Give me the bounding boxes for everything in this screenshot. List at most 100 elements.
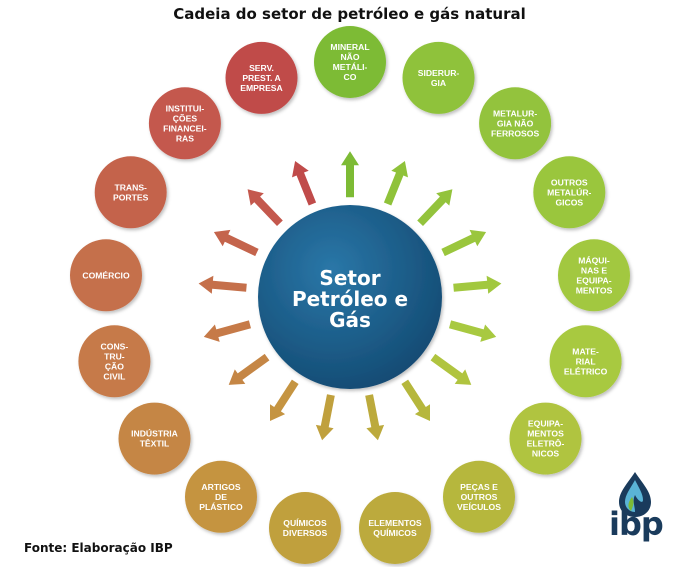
source-note: Fonte: Elaboração IBP	[24, 541, 173, 555]
node-label-line: TRU-	[104, 351, 125, 361]
node-label-line: VEÍCULOS	[457, 502, 501, 512]
arrow-to-outros-metalurgicos	[441, 229, 487, 257]
arrow-to-quimicos-diversos	[315, 394, 335, 441]
node-label-line: ELÉTRICO	[564, 366, 608, 376]
arrow-to-serv-prest-empresa	[292, 161, 317, 206]
node-comercio: COMÉRCIO	[70, 239, 142, 312]
node-label-line: METÁLI-	[333, 62, 368, 72]
arrow-to-industria-textil	[228, 353, 270, 385]
node-label-line: NÃO	[340, 52, 359, 62]
node-label-line: TÊXTIL	[140, 438, 170, 449]
node-label-line: CIVIL	[103, 371, 125, 381]
node-label-line: GIA NÃO	[497, 118, 534, 128]
node-circle	[509, 402, 582, 475]
node-circle	[78, 325, 151, 398]
arrow-to-pecas-veiculos	[401, 379, 430, 421]
node-label-line: RIAL	[576, 356, 596, 366]
ibp-logo-text: ibp	[609, 505, 664, 543]
arrow-to-construcao-civil	[203, 320, 251, 342]
ibp-logo-drop-icon	[619, 472, 651, 517]
center-label-line-1: Setor	[319, 266, 380, 290]
node-label-line: EMPRESA	[240, 83, 283, 93]
node-label-line: GIA	[431, 78, 446, 88]
node-circle	[118, 402, 191, 475]
arrow-to-comercio	[198, 275, 247, 294]
arrow-to-material-eletrico	[449, 320, 497, 342]
node-label-line: ELEMENTOS	[368, 518, 422, 528]
node-label-line: QUÍMICOS	[283, 518, 327, 528]
node-circle	[402, 41, 475, 114]
node-label-line: INDÚSTRIA	[131, 428, 178, 439]
node-label-line: SERV.	[249, 63, 274, 73]
node-label-line: PREST. A	[242, 73, 280, 83]
node-label-line: GICOS	[555, 197, 583, 207]
arrow-to-elementos-quimicos	[365, 394, 385, 441]
node-circle	[314, 26, 386, 98]
arrow-to-siderurgia	[383, 161, 408, 206]
node-label-line: MATE-	[572, 346, 599, 356]
node-label-line: CO	[344, 72, 357, 82]
node-circle	[269, 492, 341, 564]
node-label-line: ÇÕES	[173, 113, 198, 123]
node-label-line: CONS-	[101, 341, 129, 351]
node-label-line: QUÍMICOS	[373, 528, 417, 538]
node-circle	[533, 156, 606, 229]
arrow-to-metalurgia-nao-ferrosos	[417, 189, 453, 226]
node-label-line: MENTOS	[576, 285, 613, 295]
center-label-line-2: Petróleo e	[292, 287, 408, 311]
node-label-line: ELETRÔ-	[527, 438, 565, 449]
node-label-line: NAS E	[581, 265, 608, 275]
node-circle	[185, 460, 257, 533]
node-label-line: METALUR-	[493, 108, 537, 118]
arrow-to-transportes	[213, 229, 259, 257]
center-circle	[258, 205, 442, 389]
node-circle	[443, 460, 515, 533]
node-label-line: PORTES	[113, 192, 149, 202]
node-circle	[225, 41, 298, 114]
node-label-line: MÁQUI-	[578, 255, 610, 265]
diagram-title: Cadeia do setor de petróleo e gás natura…	[173, 5, 526, 23]
node-label-line: ÇÃO	[105, 361, 124, 371]
node-label-line: SIDERUR-	[418, 68, 460, 78]
node-label-line: DIVERSOS	[283, 528, 328, 538]
node-transportes: TRANS-PORTES	[94, 156, 167, 229]
node-circle	[479, 87, 552, 160]
node-label-line: FERROSOS	[491, 128, 539, 138]
node-label-line: INSTITUI-	[166, 103, 205, 113]
node-label-line: PEÇAS E	[460, 482, 498, 492]
arrow-to-instituicoes-financeiras	[247, 189, 283, 226]
node-label-line: MINERAL	[330, 42, 369, 52]
node-label-line: OUTROS	[551, 177, 588, 187]
node-label-line: DE	[215, 492, 227, 502]
node-label-line: MENTOS	[527, 429, 564, 439]
arrow-to-artigos-plastico	[270, 379, 299, 421]
node-label-line: RAS	[176, 133, 194, 143]
center-label-line-3: Gás	[329, 308, 371, 332]
node-siderurgia: SIDERUR-GIA	[402, 41, 475, 114]
node-label-line: EQUIPA-	[576, 275, 611, 285]
node-circle	[549, 325, 622, 398]
node-label-line: NICOS	[532, 449, 559, 459]
node-label-line: PLÁSTICO	[199, 502, 243, 512]
node-circle	[70, 239, 142, 312]
center-node-oil-gas-sector: Setor Petróleo e Gás	[258, 205, 442, 389]
node-circle	[148, 87, 221, 160]
node-circle	[359, 492, 431, 564]
arrow-to-mineral-nao-metalico	[341, 151, 359, 198]
node-label-line: METALÚR-	[547, 186, 591, 197]
